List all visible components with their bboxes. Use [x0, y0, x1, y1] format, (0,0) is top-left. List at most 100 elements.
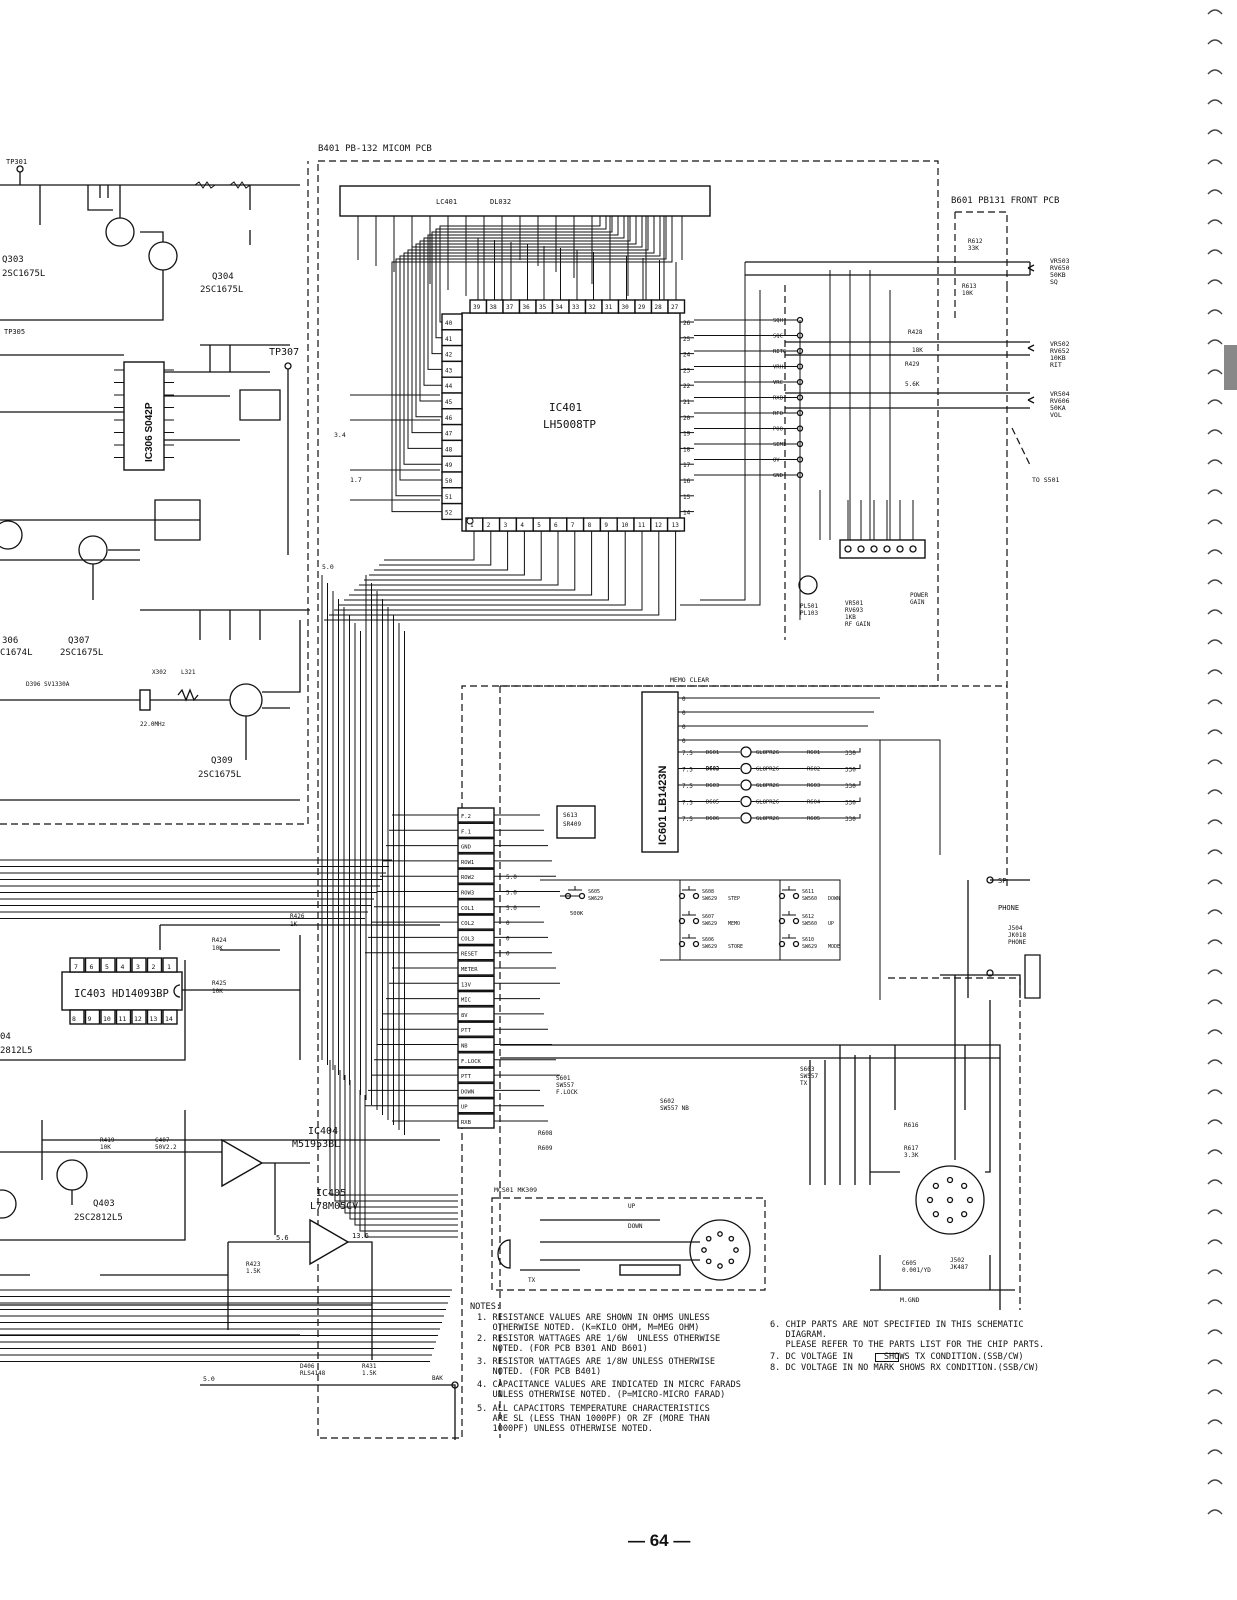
binder-hole: [1207, 639, 1223, 645]
ic601-pin-value: 0: [682, 724, 686, 731]
lcd-to-ic-line: [435, 216, 607, 339]
front-pcb-label: B601 PB131 FRONT PCB: [951, 196, 1059, 206]
ic401-pin-label: 20: [683, 415, 691, 422]
binder-hole: [1207, 1149, 1223, 1155]
connector-value: 5.0: [506, 905, 517, 912]
lcd-to-ic-line: [399, 216, 661, 481]
binder-hole: [1207, 279, 1223, 285]
ic401-pin-label: 37: [506, 304, 514, 311]
ic405-name: IC405: [316, 1188, 346, 1199]
ic401-pin-label: 6: [554, 522, 558, 529]
ic403-top-pin: [115, 957, 132, 973]
led-resistor: R602: [807, 767, 820, 773]
rf-gain-connector-pins: [844, 500, 917, 553]
voltage-1-7: 1.7: [350, 476, 362, 484]
binder-hole: [1207, 879, 1223, 885]
ic401-pin-label: 44: [445, 383, 453, 390]
mic-pin: [701, 1247, 707, 1253]
ic401-pin-label: 42: [445, 352, 453, 359]
connector-signal: MIC: [461, 998, 471, 1004]
ic601-pin-value: 0: [682, 696, 686, 703]
switch-wiring: [540, 879, 841, 961]
v13-6: 13.6: [352, 1232, 369, 1240]
notes-right-7: 7. DC VOLTAGE IN SHOWS TX CONDITION.(SSB…: [770, 1352, 1024, 1362]
connector-signal: COL2: [461, 921, 474, 927]
ic401-top-pin: [667, 299, 686, 314]
connector-signal: 13V: [461, 982, 472, 988]
led-ref: D601: [706, 750, 719, 756]
micom-return-lines: [680, 262, 761, 606]
ic601-pin-value: 0: [682, 738, 686, 745]
binder-hole: [1207, 39, 1223, 45]
binder-hole: [1207, 999, 1223, 1005]
front-connector: F.2F.1GNDROW1ROW2ROW3COL1COL2COL3RESETME…: [365, 807, 560, 1129]
led-res-value: 330: [845, 816, 856, 823]
ic403-pin-label: 11: [119, 1015, 127, 1023]
lcd-bus-lines: [357, 216, 683, 513]
ic403-pin-label: 10: [103, 1015, 111, 1023]
binder-hole: [1207, 459, 1223, 465]
r609-label: R609: [538, 1145, 553, 1152]
switch-actuator: [682, 934, 696, 939]
to-s501-line: [1011, 427, 1031, 466]
ic401-part: LH5008TP: [543, 418, 596, 431]
switch-part: SW629: [702, 921, 717, 927]
led-ref: D605: [706, 800, 719, 806]
q306-q307-block: 306 C1674L Q307 2SC1675L: [0, 499, 310, 658]
lower-bus-riser: [364, 1095, 458, 1238]
lower-bus-riser: [359, 1090, 458, 1232]
connector-signal: RXB: [461, 1120, 472, 1126]
switch-function: MODE: [828, 944, 840, 950]
q404-name: 04: [0, 1032, 11, 1042]
lcd-to-ic-line: [431, 216, 613, 355]
ic401-bottom-line: [329, 531, 660, 616]
ic403-top-pin: [84, 957, 101, 973]
ic401-pin-label: 28: [655, 304, 663, 311]
notes-left-2: 2. RESISTOR WATTAGES ARE 1/6W UNLESS OTH…: [477, 1334, 721, 1354]
ic401-bottom-line: [354, 531, 576, 591]
lower-bus-riser: [354, 1085, 458, 1226]
q403-name: Q403: [93, 1199, 115, 1209]
b301-border: [0, 161, 309, 825]
ic403-bottom-pin: [162, 1009, 178, 1025]
j502-pin: [946, 1176, 954, 1184]
switch-actuator: [782, 911, 796, 916]
ic401-pin-label: 24: [683, 352, 691, 359]
ic401-pin-label: 49: [445, 462, 453, 469]
ic401-pin-label: 40: [445, 320, 453, 327]
binder-hole: [1207, 1239, 1223, 1245]
switch-part: SW629: [802, 944, 817, 950]
ic401-left-pin: [441, 502, 463, 521]
binder-hole: [1207, 969, 1223, 975]
ic403-top-pin: [146, 957, 163, 973]
ic403-top-pin: [162, 957, 178, 973]
ic404-name: IC404: [308, 1126, 338, 1137]
front-pcb-vr-border: [954, 211, 1008, 320]
switch-part: SW629: [702, 944, 717, 950]
ic401-name: IC401: [549, 401, 582, 414]
rfg-pin: [844, 545, 852, 553]
j502-center-pin: [946, 1196, 954, 1204]
r429-value: 5.6K: [905, 381, 920, 388]
j502-pin: [926, 1196, 934, 1204]
ic401-pin-label: 23: [683, 367, 691, 374]
switch-part: SW560: [802, 896, 817, 902]
binder-hole: [1207, 1209, 1223, 1215]
rfg-pin: [857, 545, 865, 553]
ic401-pin-label: 45: [445, 399, 453, 406]
switch-actuator: [682, 886, 696, 891]
connector-value: 5.0: [506, 874, 517, 881]
voltage-3-4: 3.4: [334, 431, 346, 439]
